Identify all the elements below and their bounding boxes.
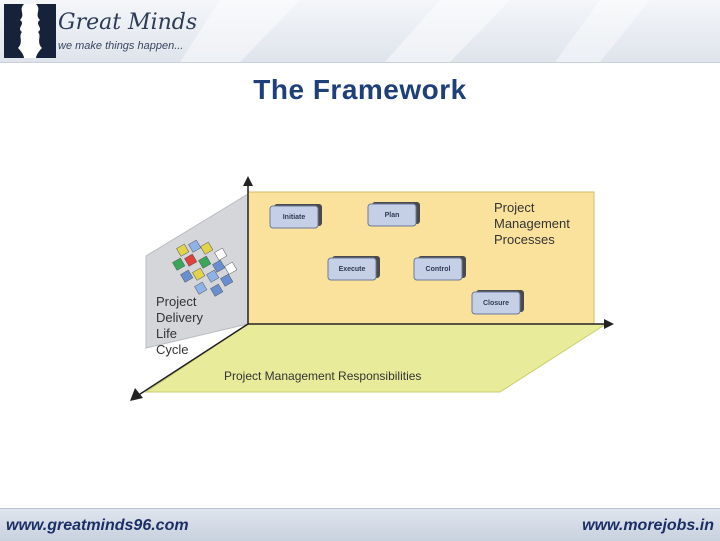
brand-name: Great Minds — [58, 10, 198, 35]
lifecycle-tile — [188, 239, 202, 253]
process-box-closure — [471, 291, 521, 315]
footer-url-left[interactable]: www.greatminds96.com — [6, 517, 189, 534]
framework-diagram: Initiate Plan Execute Control Closure Pr… — [128, 172, 620, 408]
lifecycle-label: Project Delivery Life Cycle — [156, 294, 203, 357]
lifecycle-tiles — [172, 239, 238, 297]
header-streaks — [180, 0, 650, 62]
lifecycle-tile — [192, 267, 206, 281]
process-box-plan — [367, 203, 417, 227]
horizontal-axis-arrow — [604, 319, 614, 329]
lifecycle-tile — [194, 281, 208, 295]
slide-title: The Framework — [253, 74, 467, 105]
process-box-control — [413, 257, 463, 281]
header-bar: Great Minds we make things happen... — [0, 0, 720, 63]
process-label-control: Control — [425, 266, 451, 273]
depth-axis-arrow — [130, 388, 143, 401]
process-box-execute — [327, 257, 377, 281]
footer-url-right[interactable]: www.morejobs.in — [582, 517, 714, 534]
lifecycle-tile — [206, 269, 220, 283]
process-label-execute: Execute — [338, 266, 366, 273]
lifecycle-tile — [180, 269, 194, 283]
lifecycle-tile — [212, 259, 226, 273]
logo-faces-icon — [4, 4, 56, 58]
lifecycle-tile — [184, 253, 198, 267]
process-label-closure: Closure — [482, 300, 510, 307]
process-box-initiate — [269, 205, 319, 229]
framework-diagram-graphic — [130, 176, 614, 401]
vertical-axis-arrow — [243, 176, 253, 186]
depth-axis — [133, 323, 249, 399]
lifecycle-tile — [224, 261, 238, 275]
lifecycle-tile — [172, 257, 186, 271]
processes-label: Project Management Processes — [494, 200, 570, 247]
lifecycle-tile — [210, 283, 224, 297]
brand-tagline: we make things happen... — [58, 40, 184, 52]
process-box-faces — [269, 203, 521, 315]
process-label-plan: Plan — [384, 212, 400, 219]
lifecycle-tile — [214, 247, 228, 261]
footer-bar: www.greatminds96.com www.morejobs.in — [0, 508, 720, 541]
lifecycle-tile — [198, 255, 212, 269]
responsibilities-label: Project Management Responsibilities — [224, 369, 422, 383]
process-label-initiate: Initiate — [282, 214, 306, 221]
lifecycle-tile — [200, 241, 214, 255]
lifecycle-tile — [220, 273, 234, 287]
lifecycle-tile — [176, 243, 190, 257]
